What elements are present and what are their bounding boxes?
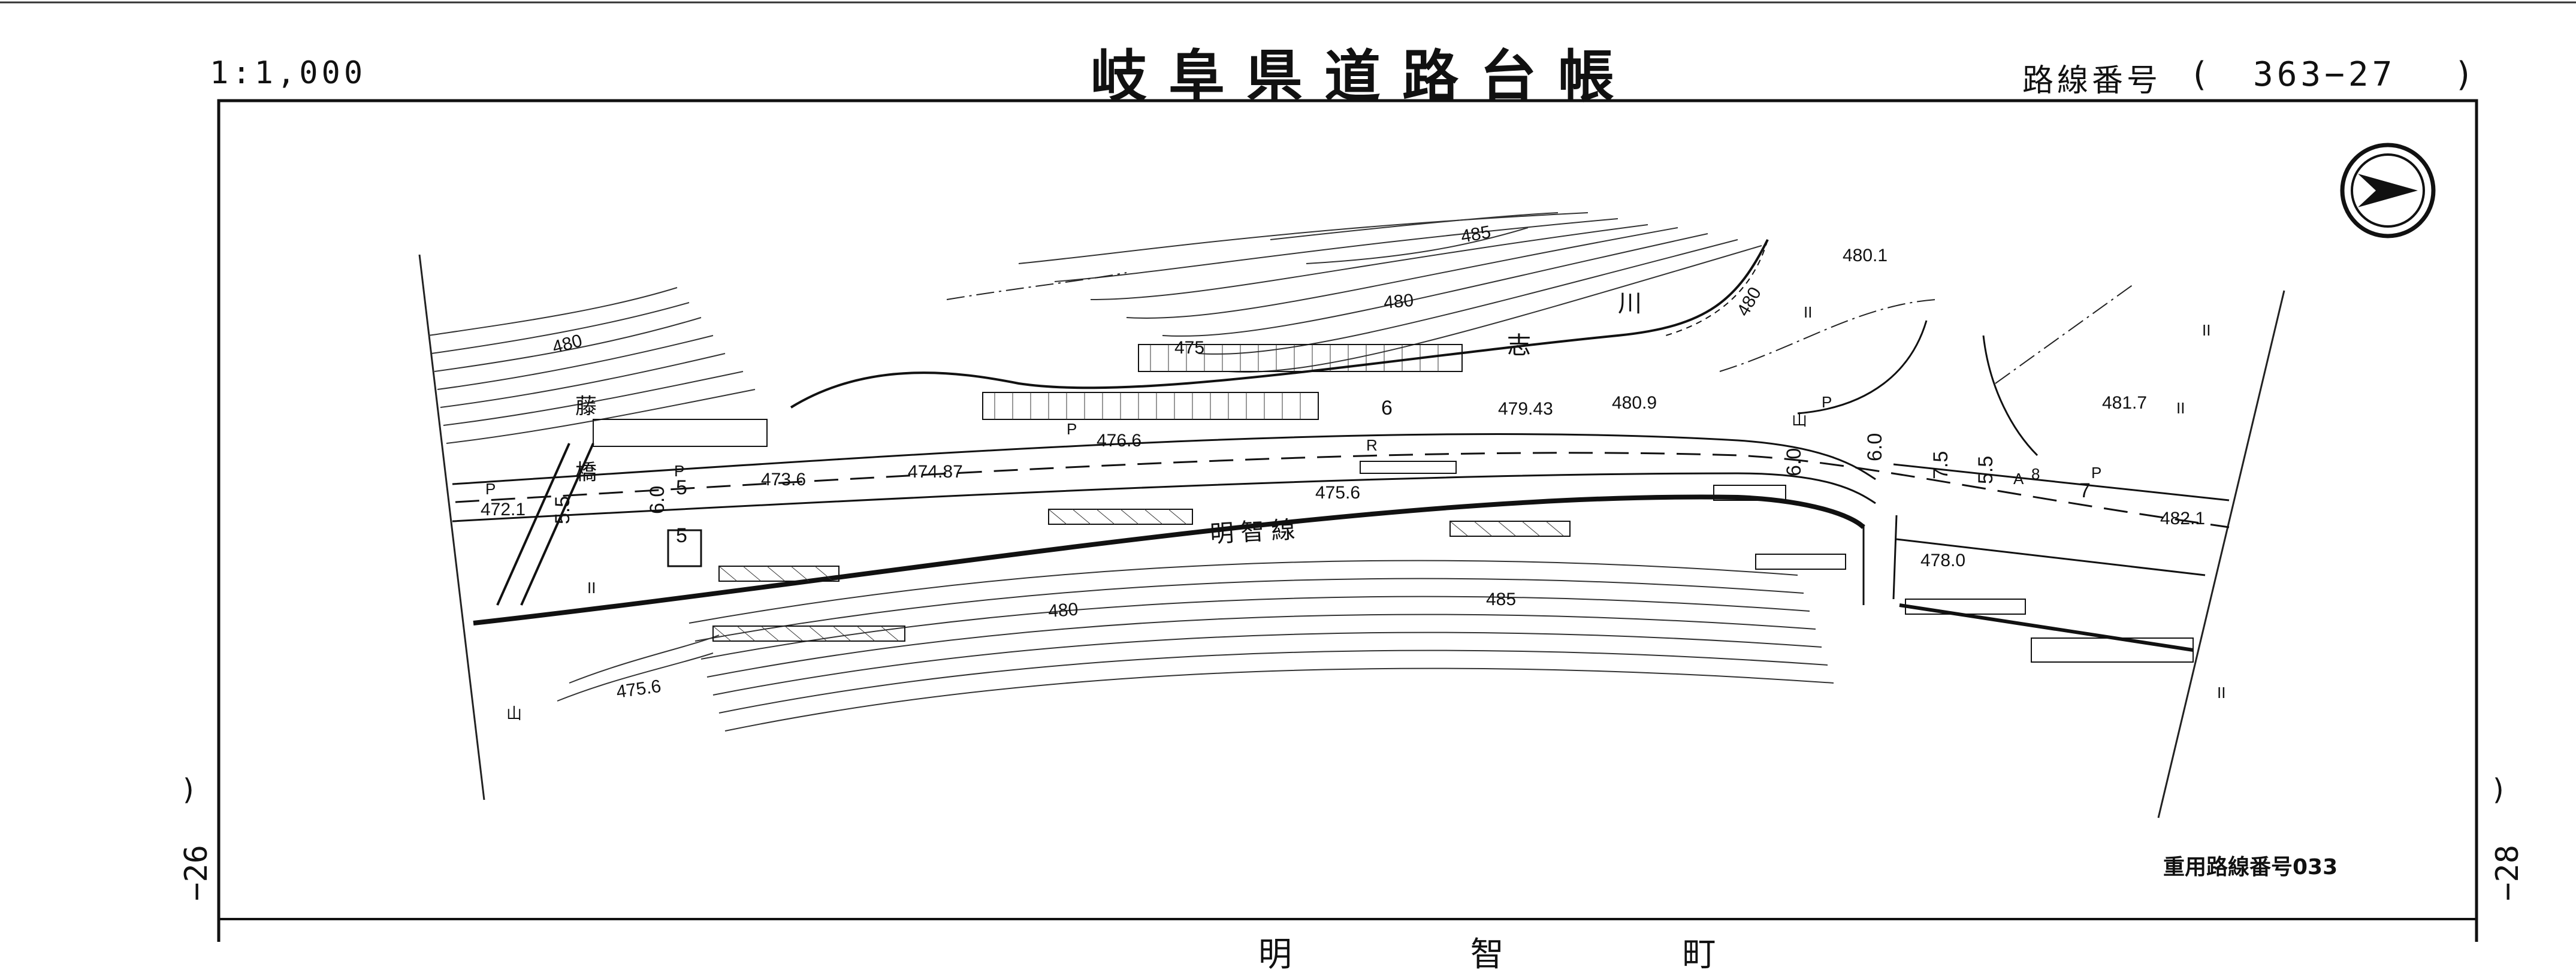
important-route-number: 重用路線番号033	[2163, 855, 2338, 880]
route-number-value: 363−27	[2253, 55, 2396, 94]
width-label: 6.0	[646, 486, 669, 514]
width-label: 5.5	[551, 496, 574, 524]
crossroad	[1797, 320, 2039, 605]
width-label: 5	[676, 524, 687, 547]
map-mark: 山	[506, 705, 522, 723]
route-number-label: 路線番号	[2022, 63, 2162, 99]
north-arrow-icon	[2340, 143, 2436, 238]
elevation-label: 476.6	[1097, 431, 1141, 451]
river-name-b: 川	[1618, 291, 1642, 317]
map-frame	[217, 99, 2478, 942]
boundary-lines	[946, 272, 2134, 384]
contour-label: 475.6	[615, 676, 662, 702]
elevation-label: 475.6	[1315, 483, 1360, 503]
road-edges	[452, 433, 2230, 652]
bridge	[496, 443, 594, 606]
elevation-label: 472.1	[481, 500, 526, 519]
contour-lines-lower	[557, 560, 1834, 732]
map-mark: P	[1067, 420, 1077, 438]
width-label: 6	[1381, 397, 1393, 419]
width-label: 5.5	[1974, 456, 1997, 484]
map-mark: P	[485, 480, 496, 498]
road-ledger-map	[0, 1, 2576, 942]
elevation-label: 480.1	[1843, 246, 1888, 265]
map-mark: P	[1822, 393, 1832, 411]
width-label: 5	[676, 476, 687, 499]
map-mark: II	[2202, 321, 2210, 339]
river-bank	[790, 239, 1769, 409]
map-mark: P	[674, 462, 684, 480]
right-margin-paren: )	[2493, 773, 2504, 806]
map-mark: 8	[2031, 465, 2040, 483]
contour-label: 480	[1383, 291, 1415, 313]
route-number-close-paren: )	[2457, 55, 2470, 94]
contour-lines-upper-middle	[1018, 212, 1762, 373]
contour-label: 485	[1459, 222, 1492, 247]
river-name-a: 志	[1507, 333, 1531, 359]
page-title: 岐阜県道路台帳	[1091, 44, 1636, 110]
road-centre-line	[455, 452, 2230, 528]
elevation-label: 479.43	[1498, 399, 1553, 419]
bridge-name-b: 橋	[575, 460, 597, 484]
map-mark: II	[1804, 303, 1812, 321]
map-mark: R	[1366, 436, 1378, 454]
width-labels: 6 5 6.0 5.5 5 6.0 6.0 7.5 5.5 7	[551, 397, 2091, 547]
elevation-label: 482.1	[2160, 509, 2205, 528]
map-mark: P	[2091, 464, 2101, 482]
elevation-labels: 480.1 481.7 479.43 480.9 476.6 474.87 473.6 472…	[481, 246, 2205, 570]
survey-boundary	[418, 254, 2285, 818]
bridge-name-a: 藤	[575, 394, 597, 418]
elevation-label: 478.0	[1920, 551, 1965, 570]
map-mark: II	[2176, 399, 2185, 417]
contour-label: 480	[550, 331, 584, 358]
contour-lines-upper-left	[428, 287, 756, 444]
width-label: 6.0	[1783, 448, 1805, 476]
map-mark: II	[587, 579, 596, 597]
map-labels: 明 智 線 志 川 藤 橋 480 485 480 475 480 480 485 475.6…	[481, 222, 2225, 723]
elevation-label: 481.7	[2102, 393, 2147, 413]
river-bank-dashed	[1665, 239, 1768, 336]
contour-label: 480	[1047, 600, 1079, 621]
contour-labels: 480 485 480 475 480 480 485 475.6	[550, 222, 1765, 702]
contour-label: 485	[1486, 590, 1516, 609]
map-mark: A	[2013, 470, 2024, 488]
contour-label: 475	[1174, 338, 1204, 358]
width-label: 7	[2079, 479, 2091, 502]
map-mark: 山	[1792, 411, 1807, 429]
scale-label: 1:1,000	[210, 55, 367, 91]
width-label: 6.0	[1864, 433, 1886, 461]
elevation-label: 480.9	[1612, 393, 1657, 413]
building	[667, 529, 702, 567]
route-number-open-paren: (	[2193, 55, 2206, 94]
contour-label: 480	[1733, 284, 1765, 320]
elevation-label: 473.6	[761, 470, 806, 489]
width-label: 7.5	[1929, 451, 1952, 479]
road-name-label: 明 智 線	[1209, 517, 1295, 548]
left-margin-paren: )	[183, 773, 194, 806]
map-mark: II	[2217, 684, 2225, 702]
elevation-label: 474.87	[908, 462, 963, 482]
